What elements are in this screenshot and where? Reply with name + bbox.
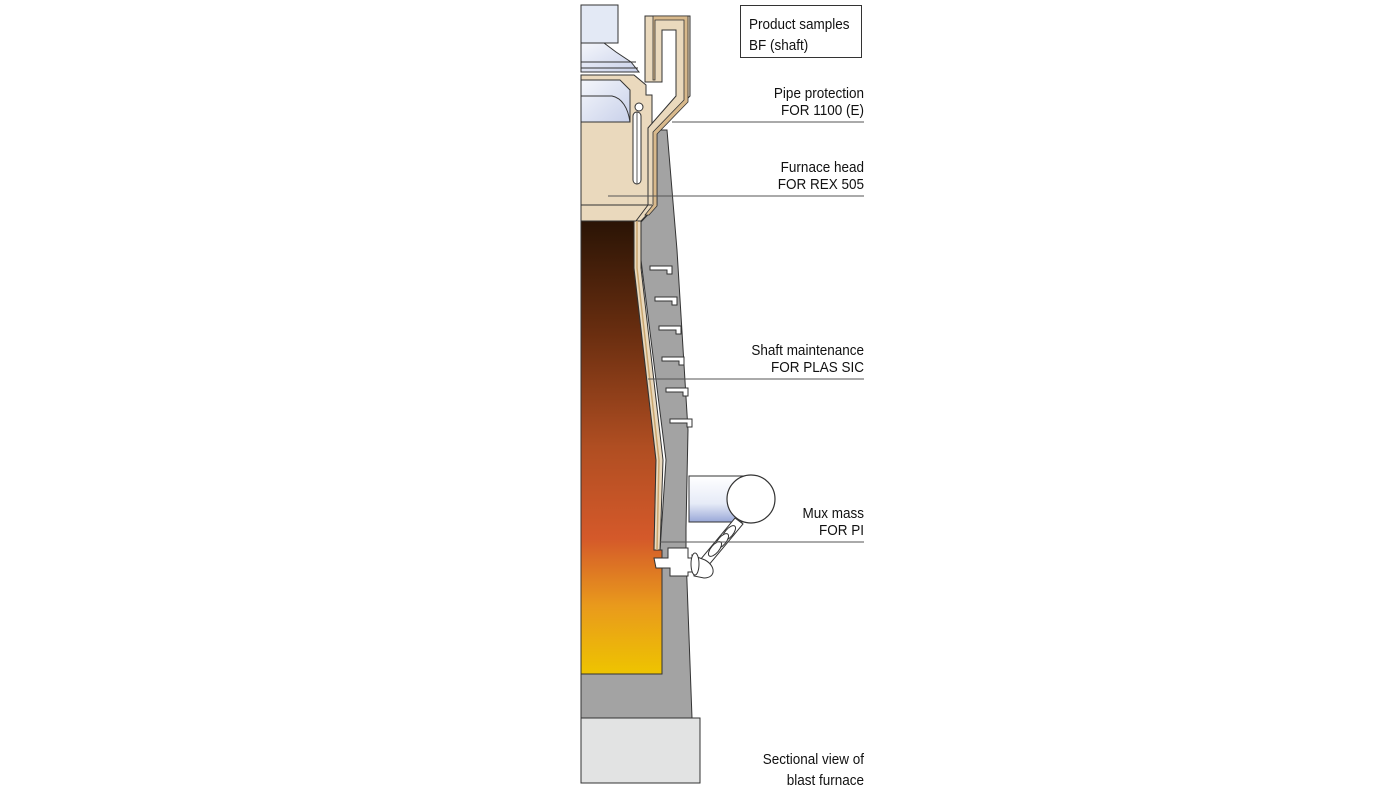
callout-pipe-protection: Pipe protection FOR 1100 (E) [752, 85, 864, 119]
foundation-block [580, 717, 701, 784]
callout-pipe-protection-title: Pipe protection [773, 85, 864, 102]
caption-line-1: Sectional view of [762, 751, 864, 768]
legend-line-1: Product samples [749, 16, 850, 33]
legend-line-2: BF (shaft) [749, 37, 809, 54]
charging-hopper [580, 4, 619, 44]
bustle-pipe-end [726, 474, 776, 524]
tuyere-flange [690, 552, 700, 576]
callout-furnace-head: Furnace head FOR REX 505 [752, 159, 864, 193]
tuyere-nozzle [653, 547, 695, 577]
charging-bell [580, 79, 631, 123]
callout-shaft-maintenance-product: FOR PLAS SIC [770, 359, 864, 376]
steel-shell [580, 129, 693, 719]
callout-furnace-head-title: Furnace head [780, 159, 864, 176]
tuyere-flanges [707, 525, 737, 557]
cooling-brackets [649, 265, 693, 428]
callout-mux-mass: Mux mass FOR PI [770, 505, 864, 539]
probe-ring [634, 102, 644, 112]
callout-furnace-head-product: FOR REX 505 [777, 176, 864, 193]
diagram-caption: Sectional view of blast furnace [734, 749, 864, 791]
callout-shaft-maintenance-title: Shaft maintenance [751, 342, 864, 359]
product-samples-box: Product samples BF (shaft) [740, 5, 862, 58]
leader-lines [608, 121, 864, 543]
callout-mux-mass-title: Mux mass [802, 505, 864, 522]
pipe-protection-lining [644, 15, 689, 216]
caption-line-2: blast furnace [786, 772, 864, 789]
callout-shaft-maintenance: Shaft maintenance FOR PLAS SIC [716, 342, 864, 376]
callout-pipe-protection-product: FOR 1100 (E) [780, 102, 864, 119]
callout-mux-mass-product: FOR PI [818, 522, 864, 539]
